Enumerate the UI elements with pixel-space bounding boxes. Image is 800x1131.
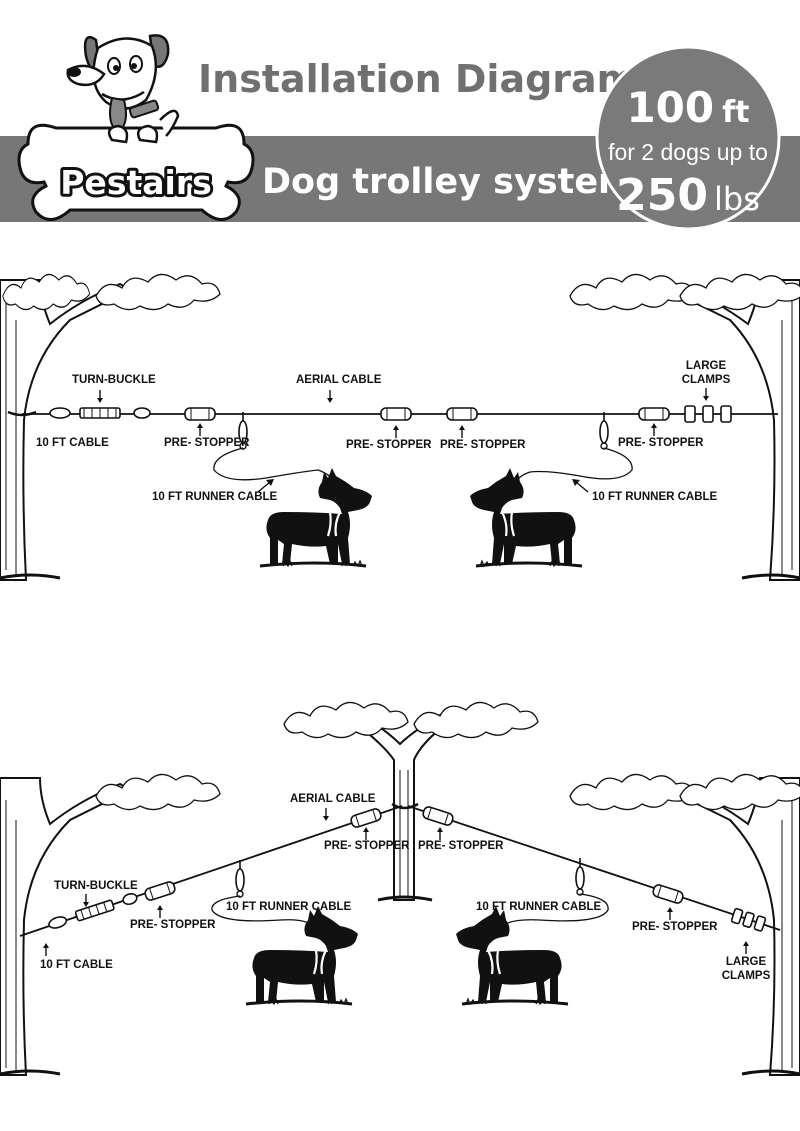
- right-tree: [569, 273, 800, 581]
- left-tree: [0, 273, 221, 581]
- label-pre-stopper-left-2: PRE- STOPPER: [130, 919, 216, 931]
- label-pre-stopper-2: PRE- STOPPER: [346, 439, 432, 451]
- pre-stopper-4: [638, 407, 670, 421]
- brand-name: Pestairs: [60, 163, 211, 202]
- snap-hook-left-2: [235, 859, 245, 898]
- badge-desc: for 2 dogs up to: [608, 139, 768, 165]
- runner-cable-right-2: [497, 893, 609, 931]
- pre-stopper-2a: [143, 879, 177, 903]
- diagram-two-trees: TURN-BUCKLE AERIAL CABLE LARGE CLAMPS 10…: [0, 273, 800, 581]
- bone-shape: [17, 123, 255, 221]
- label-runner-left: 10 FT RUNNER CABLE: [152, 491, 278, 503]
- pre-stopper-1: [184, 407, 216, 421]
- label-runner-left-2: 10 FT RUNNER CABLE: [226, 901, 352, 913]
- page-subtitle: Dog trolley system: [262, 162, 635, 202]
- page-title: Installation Diagrams: [198, 57, 659, 101]
- right-tree-2: [569, 773, 800, 1076]
- turn-buckle: [49, 407, 151, 419]
- center-tree: [283, 701, 539, 902]
- cartoon-dog-icon: [66, 34, 180, 144]
- dog-left: [258, 466, 374, 568]
- label-large-clamps-2-line1: LARGE: [726, 956, 767, 968]
- pre-stopper-2b: [349, 806, 383, 830]
- label-10ft-cable: 10 FT CABLE: [36, 437, 109, 449]
- label-10ft-cable-2: 10 FT CABLE: [40, 959, 113, 971]
- pre-stopper-2: [380, 407, 412, 421]
- label-pre-stopper-center-right: PRE- STOPPER: [418, 840, 504, 852]
- header: Installation Diagrams Dog trolley system: [0, 34, 800, 231]
- label-pre-stopper-1: PRE- STOPPER: [164, 437, 250, 449]
- label-aerial-cable-2: AERIAL CABLE: [290, 793, 376, 805]
- runner-cable-right: [511, 447, 633, 487]
- left-tree-2: [0, 773, 221, 1076]
- label-large-clamps-2-line2: CLAMPS: [722, 970, 771, 982]
- badge-circle: [595, 45, 781, 231]
- label-aerial-cable: AERIAL CABLE: [296, 374, 382, 386]
- pre-stopper-3: [446, 407, 478, 421]
- snap-hook-right: [599, 411, 609, 450]
- label-pre-stopper-center-left: PRE- STOPPER: [324, 840, 410, 852]
- label-large-clamps-line2: CLAMPS: [682, 374, 731, 386]
- pestairs-logo: Pestairs: [17, 34, 255, 221]
- label-runner-right: 10 FT RUNNER CABLE: [592, 491, 718, 503]
- runner-cable-left: [213, 447, 337, 485]
- aerial-cable-right: [407, 805, 781, 931]
- label-pre-stopper-right-2: PRE- STOPPER: [632, 921, 718, 933]
- label-pre-stopper-3: PRE- STOPPER: [440, 439, 526, 451]
- label-large-clamps-line1: LARGE: [686, 360, 727, 372]
- label-turn-buckle: TURN-BUCKLE: [72, 374, 156, 386]
- label-runner-right-2: 10 FT RUNNER CABLE: [476, 901, 602, 913]
- pre-stopper-2d: [651, 882, 685, 906]
- runner-cable-left-2: [211, 895, 319, 931]
- large-clamps-2: [730, 907, 767, 932]
- diagram-three-trees: AERIAL CABLE PRE- STOPPER PRE- STOPPER T…: [0, 701, 800, 1076]
- dog-right: [468, 466, 584, 568]
- turn-buckle-2: [48, 892, 138, 929]
- pre-stopper-2c: [421, 804, 455, 828]
- label-turn-buckle-2: TURN-BUCKLE: [54, 880, 138, 892]
- label-pre-stopper-4: PRE- STOPPER: [618, 437, 704, 449]
- large-clamps: [684, 405, 732, 423]
